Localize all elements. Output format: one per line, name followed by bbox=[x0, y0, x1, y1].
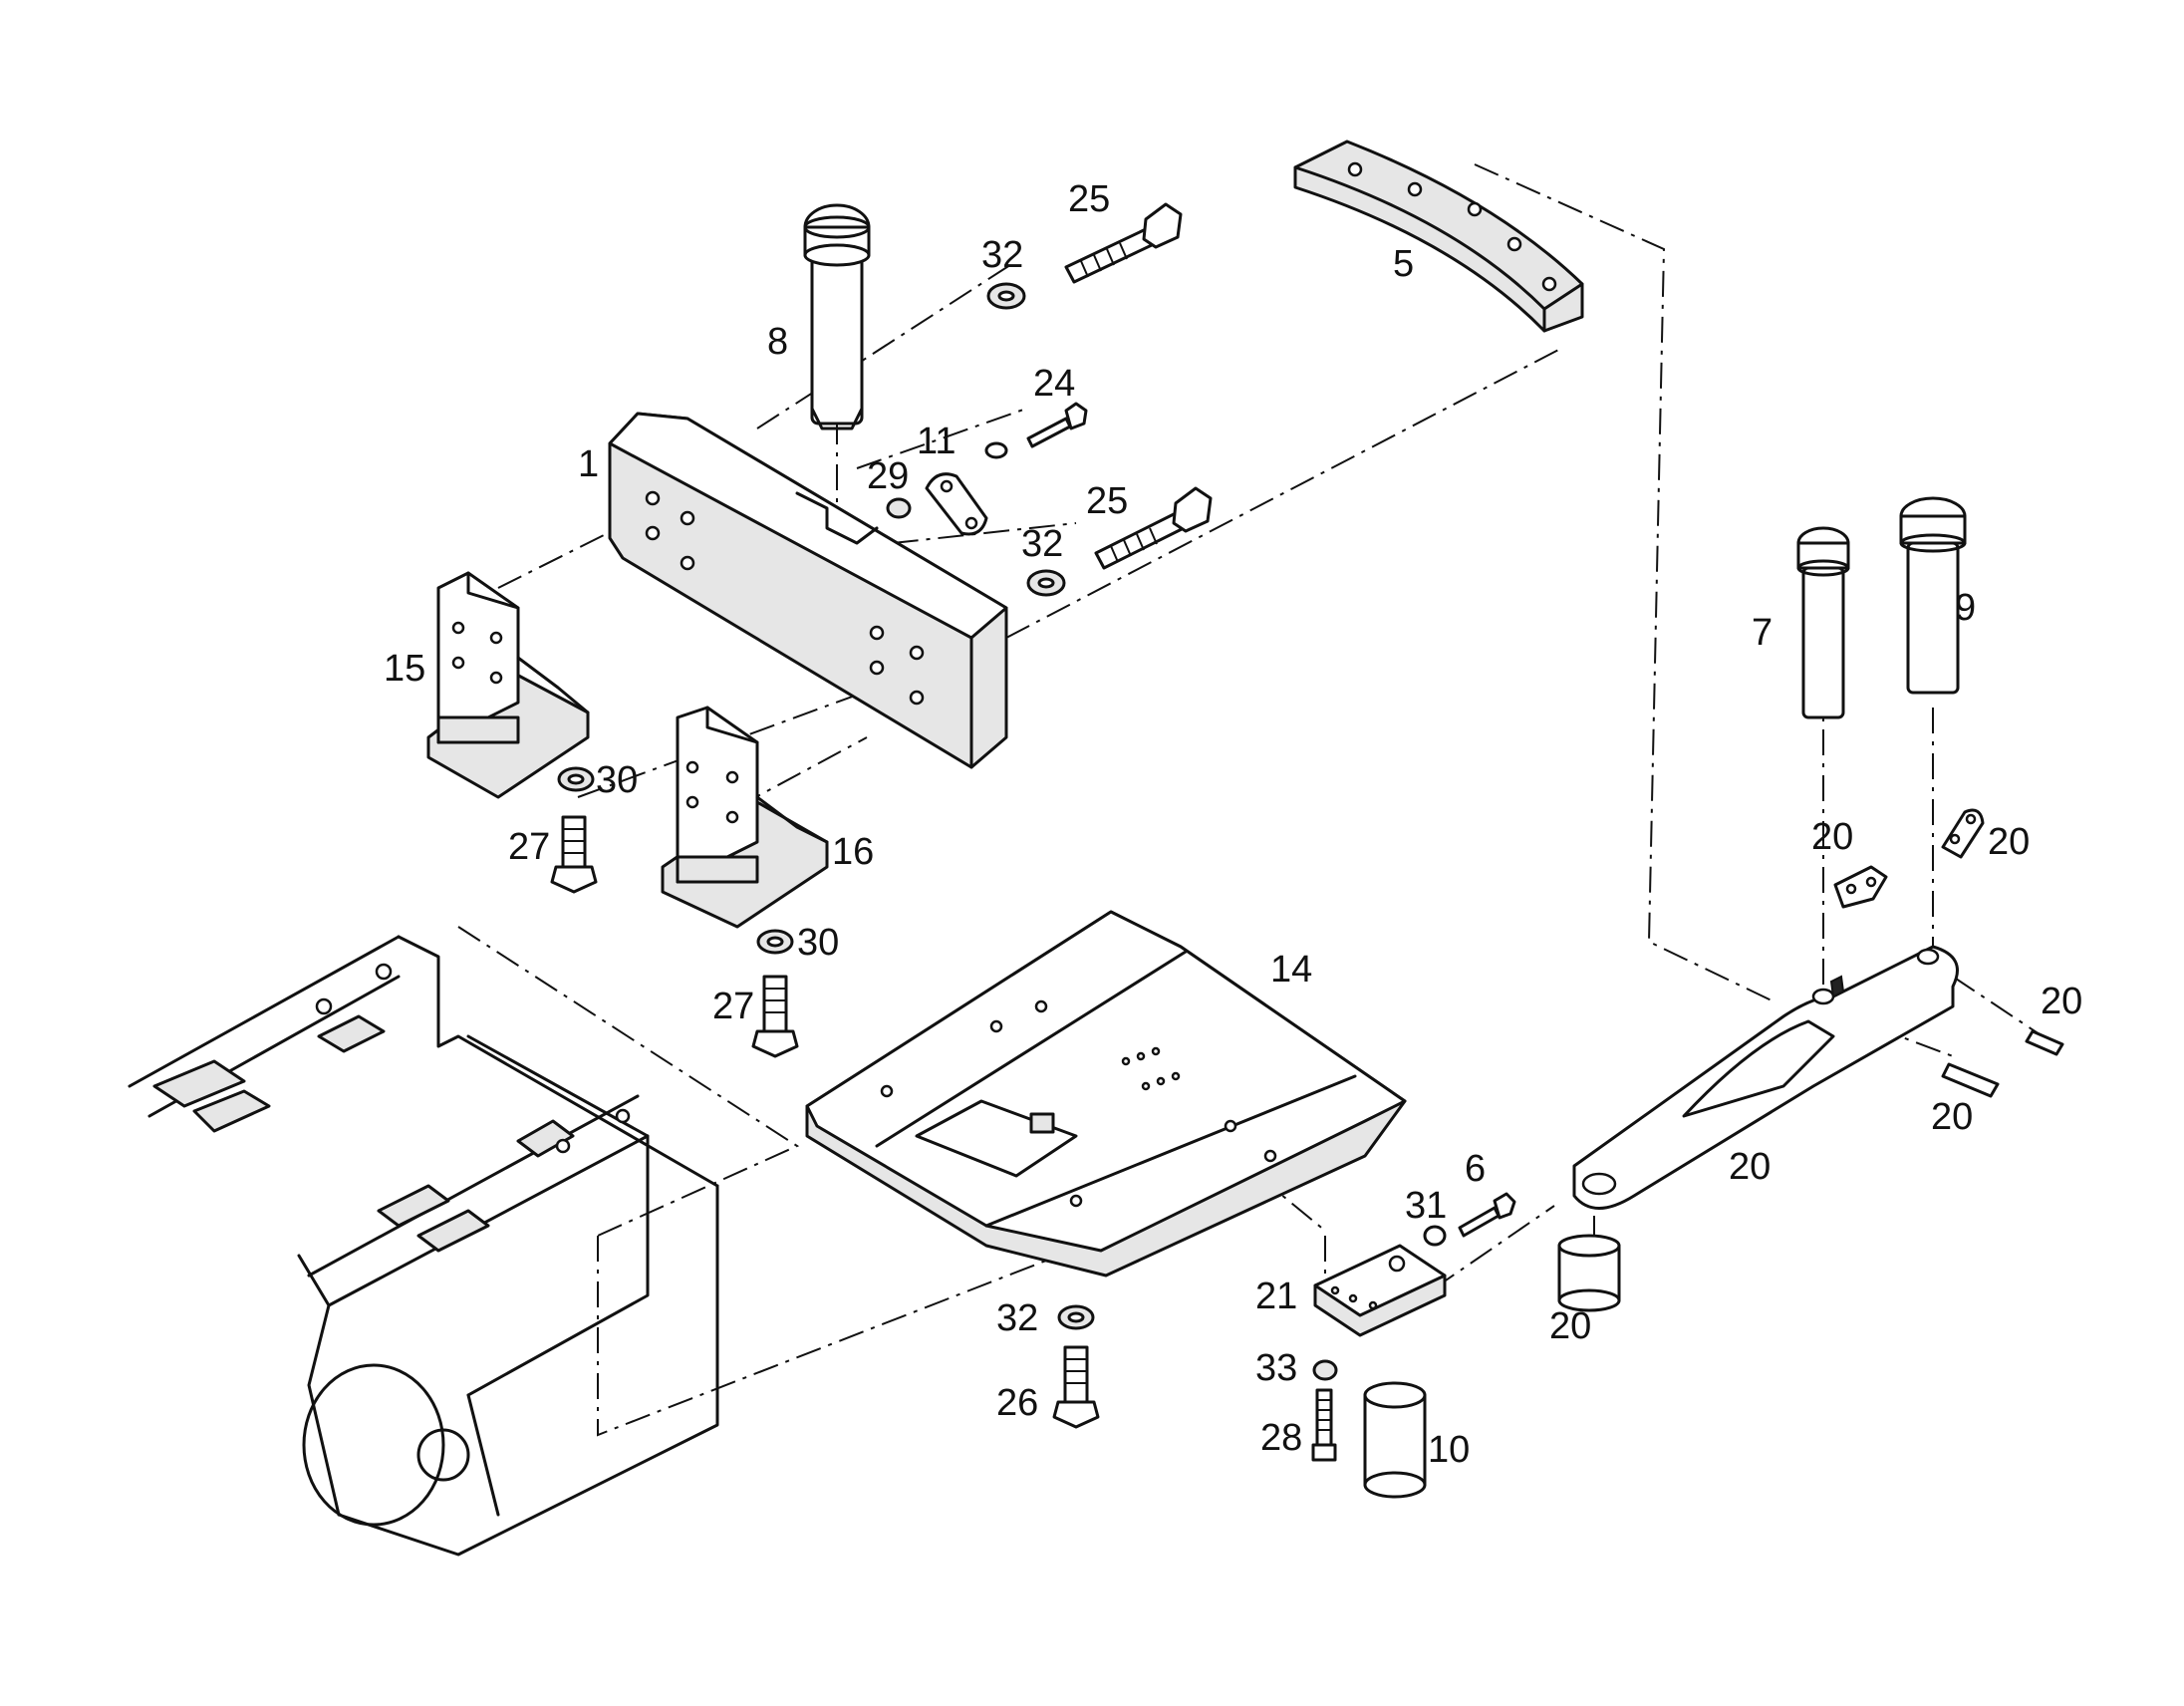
part-8-pin bbox=[803, 203, 871, 430]
part-32-washer-lower bbox=[1057, 1304, 1095, 1330]
callout-21: 21 bbox=[1255, 1276, 1297, 1317]
part-16-bracket bbox=[661, 706, 829, 929]
callout-27-upper: 27 bbox=[508, 826, 550, 868]
callout-10: 10 bbox=[1428, 1429, 1470, 1471]
callout-20-right: 20 bbox=[2041, 981, 2082, 1022]
part-9-pin bbox=[1899, 496, 1967, 695]
callout-16: 16 bbox=[832, 831, 874, 873]
callout-27-lower: 27 bbox=[712, 986, 754, 1027]
callout-20-arm: 20 bbox=[1729, 1146, 1771, 1188]
callout-9: 9 bbox=[1955, 587, 1976, 629]
callout-29: 29 bbox=[867, 455, 909, 497]
part-20-bushing bbox=[1557, 1234, 1621, 1312]
callout-labels: 1 5 6 7 8 9 10 11 14 15 16 20 20 20 20 2… bbox=[384, 178, 2082, 1471]
callout-32-top: 32 bbox=[981, 234, 1023, 276]
callout-20-top-right: 20 bbox=[1988, 821, 2030, 863]
part-20-roll-pin-right bbox=[2025, 1029, 2064, 1056]
callout-20-bushing: 20 bbox=[1549, 1305, 1591, 1347]
part-6-screw bbox=[1458, 1192, 1516, 1238]
callout-30-lower: 30 bbox=[797, 922, 839, 964]
callout-6: 6 bbox=[1465, 1148, 1486, 1190]
machine-frame bbox=[128, 935, 719, 1557]
part-26-bolt bbox=[1052, 1345, 1100, 1429]
callout-11: 11 bbox=[917, 421, 956, 462]
part-25-bolt-upper bbox=[1064, 202, 1183, 284]
part-5-counterweight-segment bbox=[1293, 140, 1584, 333]
callout-20-pin: 20 bbox=[1931, 1096, 1973, 1138]
part-20-lock-plate-left bbox=[1833, 865, 1888, 909]
callout-5: 5 bbox=[1393, 243, 1414, 285]
part-30-washer-lower bbox=[756, 929, 794, 955]
callout-14: 14 bbox=[1270, 949, 1312, 991]
callout-28: 28 bbox=[1260, 1417, 1302, 1459]
part-32-washer-middle bbox=[1026, 569, 1066, 597]
part-20-lock-plate-right bbox=[1941, 808, 1985, 859]
callout-24: 24 bbox=[1033, 363, 1075, 405]
part-21-bearing-block bbox=[1313, 1244, 1447, 1337]
part-1-counterweight-block bbox=[608, 412, 1008, 769]
callout-8: 8 bbox=[767, 321, 788, 363]
part-30-washer-upper bbox=[557, 766, 595, 792]
part-24-screw bbox=[984, 402, 1088, 459]
callout-1: 1 bbox=[578, 443, 599, 485]
part-31-washer bbox=[1423, 1225, 1447, 1247]
callout-30-upper: 30 bbox=[596, 759, 638, 801]
part-11-lock-plate bbox=[925, 472, 988, 536]
part-10-bushing bbox=[1363, 1381, 1427, 1499]
callout-33: 33 bbox=[1255, 1347, 1297, 1389]
part-27-bolt-upper bbox=[550, 815, 598, 894]
part-32-washer-upper bbox=[986, 282, 1026, 310]
callout-32-middle: 32 bbox=[1021, 523, 1063, 565]
callout-26: 26 bbox=[996, 1382, 1038, 1424]
callout-7: 7 bbox=[1752, 612, 1773, 654]
callout-20-top-left: 20 bbox=[1811, 816, 1853, 858]
part-33-nut bbox=[1312, 1359, 1338, 1381]
part-27-bolt-lower bbox=[751, 975, 799, 1058]
callout-25-middle: 25 bbox=[1086, 480, 1128, 522]
part-15-bracket bbox=[426, 571, 590, 799]
part-28-screw bbox=[1311, 1388, 1337, 1462]
part-14-base-plate bbox=[805, 910, 1407, 1278]
part-25-bolt-lower bbox=[1094, 486, 1213, 570]
part-20-roll-pin-left bbox=[1941, 1062, 2000, 1098]
part-7-pin bbox=[1796, 526, 1850, 719]
part-29-nut bbox=[886, 497, 912, 519]
callout-15: 15 bbox=[384, 648, 425, 690]
callout-31: 31 bbox=[1405, 1185, 1447, 1227]
callout-32-lower: 32 bbox=[996, 1297, 1038, 1339]
part-20-tow-arm bbox=[1572, 945, 1959, 1210]
callout-25-top: 25 bbox=[1068, 178, 1110, 220]
